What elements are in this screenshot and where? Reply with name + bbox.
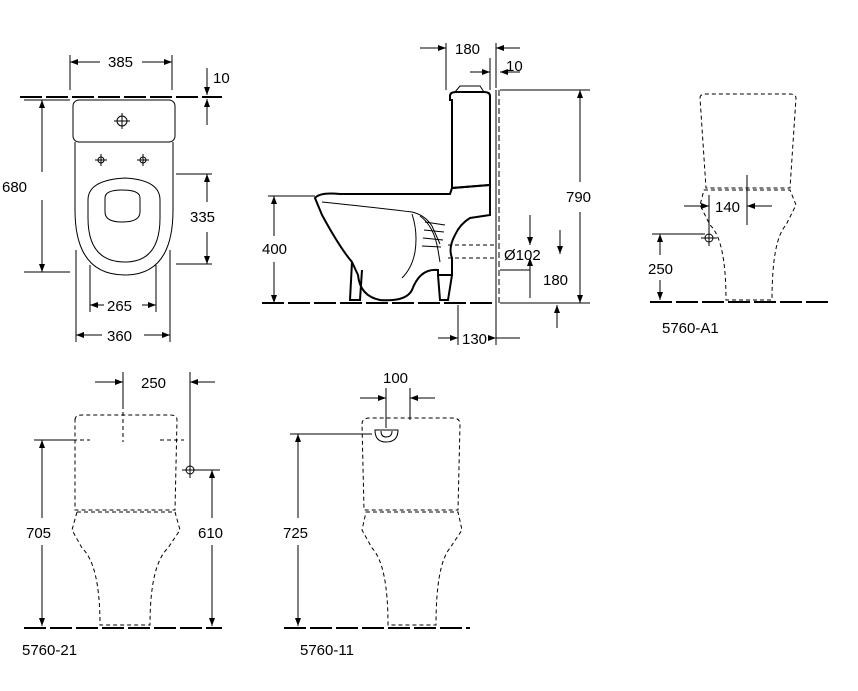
v21-dim-inlet-height: 610 (198, 525, 223, 542)
bowl-outline (74, 142, 174, 276)
variant-11: 100 725 5760-11 (283, 370, 470, 659)
dim-offset-top: 10 (213, 70, 230, 87)
v21-cistern (74, 414, 178, 511)
v21-bowl (71, 511, 181, 626)
side-bowl (313, 183, 491, 302)
v21-dim-inlet-offset: 250 (141, 375, 166, 392)
v11-dim-cistern-height: 725 (283, 525, 308, 542)
dim-outlet-diameter: Ø102 (504, 247, 541, 264)
dim-total-height: 790 (566, 189, 591, 206)
dim-wall-gap: 10 (506, 58, 523, 75)
top-cistern (72, 99, 176, 143)
a1-dim-inlet-spacing: 140 (715, 199, 740, 216)
v11-cistern (361, 417, 461, 511)
dim-seat-depth: 335 (190, 209, 215, 226)
dim-rim-height: 400 (262, 241, 287, 258)
dim-width-top: 385 (108, 54, 133, 71)
v11-button-symbol (374, 429, 399, 443)
variant-a1: 140 250 5760-A1 (648, 93, 832, 337)
v11-code-label: 5760-11 (300, 642, 354, 659)
dim-outlet-height: 180 (543, 272, 568, 289)
side-cistern (449, 91, 491, 190)
v11-bowl (361, 511, 463, 626)
a1-cistern (699, 93, 797, 189)
dim-cistern-depth: 180 (455, 41, 480, 58)
top-view: 385 10 680 335 265 360 (2, 54, 230, 345)
dim-outlet-offset: 130 (462, 331, 487, 348)
a1-bowl (699, 189, 797, 301)
a1-code-label: 5760-A1 (662, 320, 719, 337)
v11-dim-button-offset: 100 (383, 370, 408, 387)
side-pedestal (348, 261, 363, 301)
variant-21: 250 705 610 5760-21 (22, 372, 223, 659)
bowl-drain (104, 189, 141, 223)
dim-fix-spacing: 265 (107, 298, 132, 315)
dim-width-bottom: 360 (107, 328, 132, 345)
v21-dim-cistern-height: 705 (26, 525, 51, 542)
side-view: 180 10 790 400 Ø102 180 (262, 41, 591, 348)
v21-code-label: 5760-21 (22, 642, 77, 659)
a1-dim-inlet-height: 250 (648, 261, 673, 278)
seat-opening (87, 177, 161, 263)
dim-depth: 680 (2, 179, 27, 196)
